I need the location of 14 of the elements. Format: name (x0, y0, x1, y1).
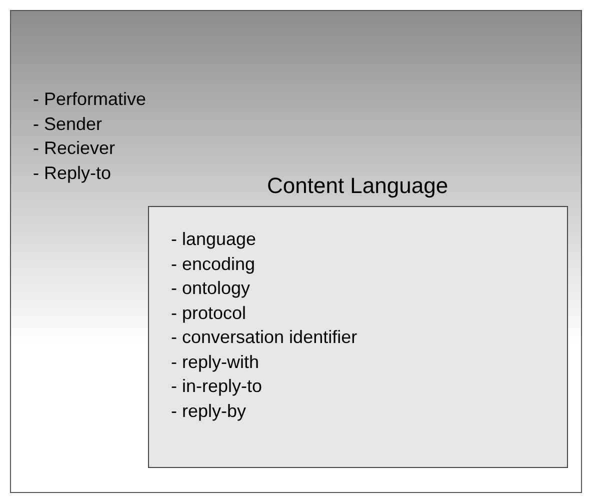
list-item: - Sender (33, 112, 102, 136)
list-item: - protocol (171, 302, 246, 325)
box-heading: Content Language (267, 172, 448, 200)
list-item: - reply-by (171, 400, 246, 423)
list-item: - Reply-to (33, 162, 112, 185)
list-item: - conversation identifier (171, 326, 358, 349)
outer-box (10, 10, 582, 493)
list-item: - encoding (171, 252, 256, 276)
list-item: - in-reply-to (171, 375, 262, 398)
list-item: - language (171, 228, 256, 251)
list-item: - reply-with (171, 350, 260, 374)
list-item: - ontology (171, 277, 250, 300)
list-item: - Performative (33, 88, 146, 111)
list-item: - Reciever (33, 137, 116, 160)
